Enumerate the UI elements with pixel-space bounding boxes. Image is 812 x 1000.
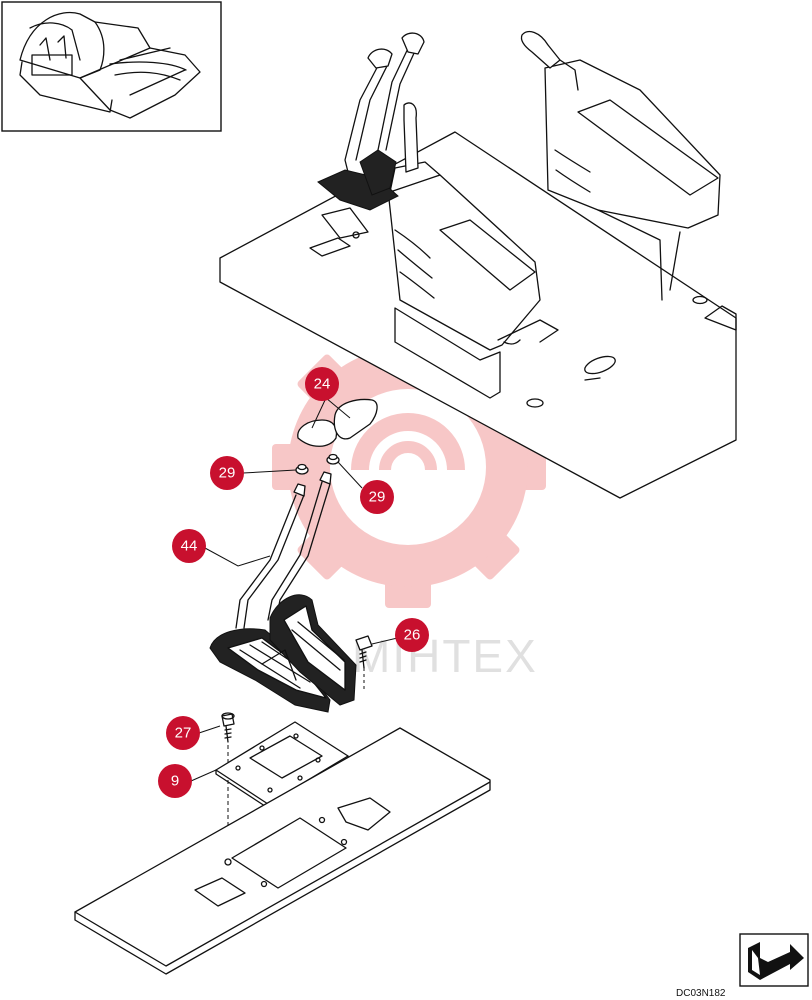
left-control-console xyxy=(387,102,559,399)
callout-27-label: 27 xyxy=(175,725,192,742)
callout-27[interactable]: 27 xyxy=(166,716,200,750)
callout-29-right-label: 29 xyxy=(369,489,386,506)
next-page-arrow-icon[interactable] xyxy=(739,933,809,987)
callout-44-label: 44 xyxy=(181,538,198,555)
callout-9-label: 9 xyxy=(171,773,179,790)
watermark-text: MIHTEX xyxy=(352,630,538,682)
installed-travel-pedals xyxy=(317,32,425,239)
right-control-console xyxy=(520,31,721,301)
mounting-bolt-26 xyxy=(355,635,373,690)
callout-26[interactable]: 26 xyxy=(395,618,429,652)
callout-9[interactable]: 9 xyxy=(158,764,192,798)
callout-24[interactable]: 24 xyxy=(305,367,339,401)
travel-pedal-lever-assembly xyxy=(209,471,357,713)
callout-24-label: 24 xyxy=(314,376,331,393)
inset-overview xyxy=(1,1,222,132)
callout-26-label: 26 xyxy=(404,627,421,644)
mounting-bolt-27 xyxy=(221,712,235,860)
callout-29-right[interactable]: 29 xyxy=(360,480,394,514)
drawing-code: DC03N182 xyxy=(676,988,726,999)
callout-29-left[interactable]: 29 xyxy=(210,456,244,490)
lever-nuts xyxy=(295,453,340,475)
floor-plate-lower xyxy=(74,727,491,975)
callout-29-left-label: 29 xyxy=(219,465,236,482)
cab-overview-thumbnail xyxy=(19,11,201,119)
callout-44[interactable]: 44 xyxy=(172,529,206,563)
pedal-lever-covers xyxy=(297,398,378,447)
